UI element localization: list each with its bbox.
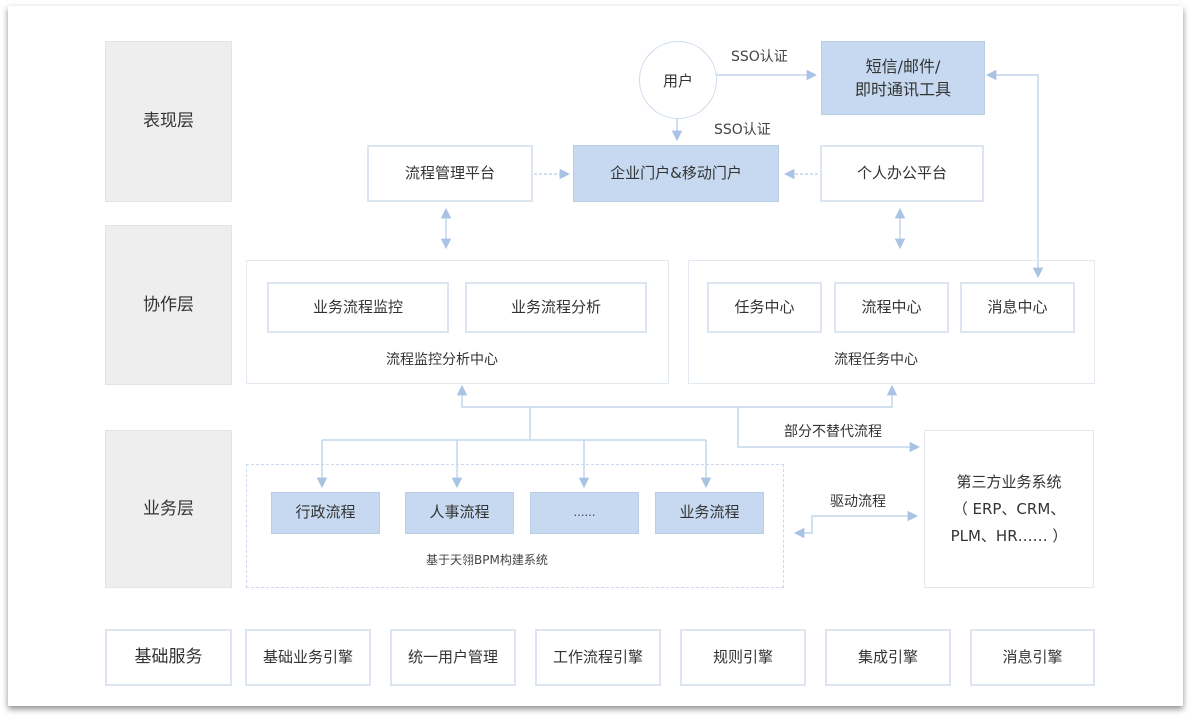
bpm-caption: 基于天翎BPM构建系统 [426,553,548,567]
sso-label-mid: SSO认证 [714,122,771,138]
process-analysis-box: 业务流程分析 [465,282,647,333]
task-center-box: 任务中心 [707,282,822,333]
admin-process-box: 行政流程 [271,492,380,534]
foundation-item: 消息引擎 [970,629,1095,686]
process-platform-box: 流程管理平台 [367,145,533,202]
process-center-box: 流程中心 [834,282,949,333]
layer-presentation: 表现层 [105,41,232,202]
foundation-item: 集成引擎 [825,629,951,686]
foundation-item: 规则引擎 [680,629,806,686]
layer-collaboration: 协作层 [105,225,232,385]
messaging-tools-box: 短信/邮件/ 即时通讯工具 [821,41,985,115]
task-center-container [688,260,1095,384]
monitor-center-label: 流程监控分析中心 [386,352,498,368]
bpm-container [246,464,784,588]
foundation-item: 统一用户管理 [390,629,516,686]
third-party-system-box: 第三方业务系统 （ ERP、CRM、 PLM、HR…… ） [924,430,1094,588]
process-monitor-box: 业务流程监控 [267,282,449,333]
layer-foundation: 基础服务 [105,629,232,686]
portal-box: 企业门户&移动门户 [573,145,779,202]
partial-replace-label: 部分不替代流程 [784,424,882,440]
hr-process-box: 人事流程 [405,492,514,534]
business-process-box: 业务流程 [655,492,764,534]
sso-label-top: SSO认证 [731,49,788,65]
office-platform-box: 个人办公平台 [820,145,984,202]
foundation-item: 基础业务引擎 [245,629,371,686]
user-node: 用户 [639,41,717,119]
ellipsis-process-box: …… [530,492,639,534]
drive-process-label: 驱动流程 [830,494,886,510]
layer-business: 业务层 [105,430,232,588]
foundation-item: 工作流程引擎 [535,629,661,686]
message-center-box: 消息中心 [960,282,1075,333]
monitor-analysis-container [246,260,669,384]
process-task-center-label: 流程任务中心 [834,352,918,368]
